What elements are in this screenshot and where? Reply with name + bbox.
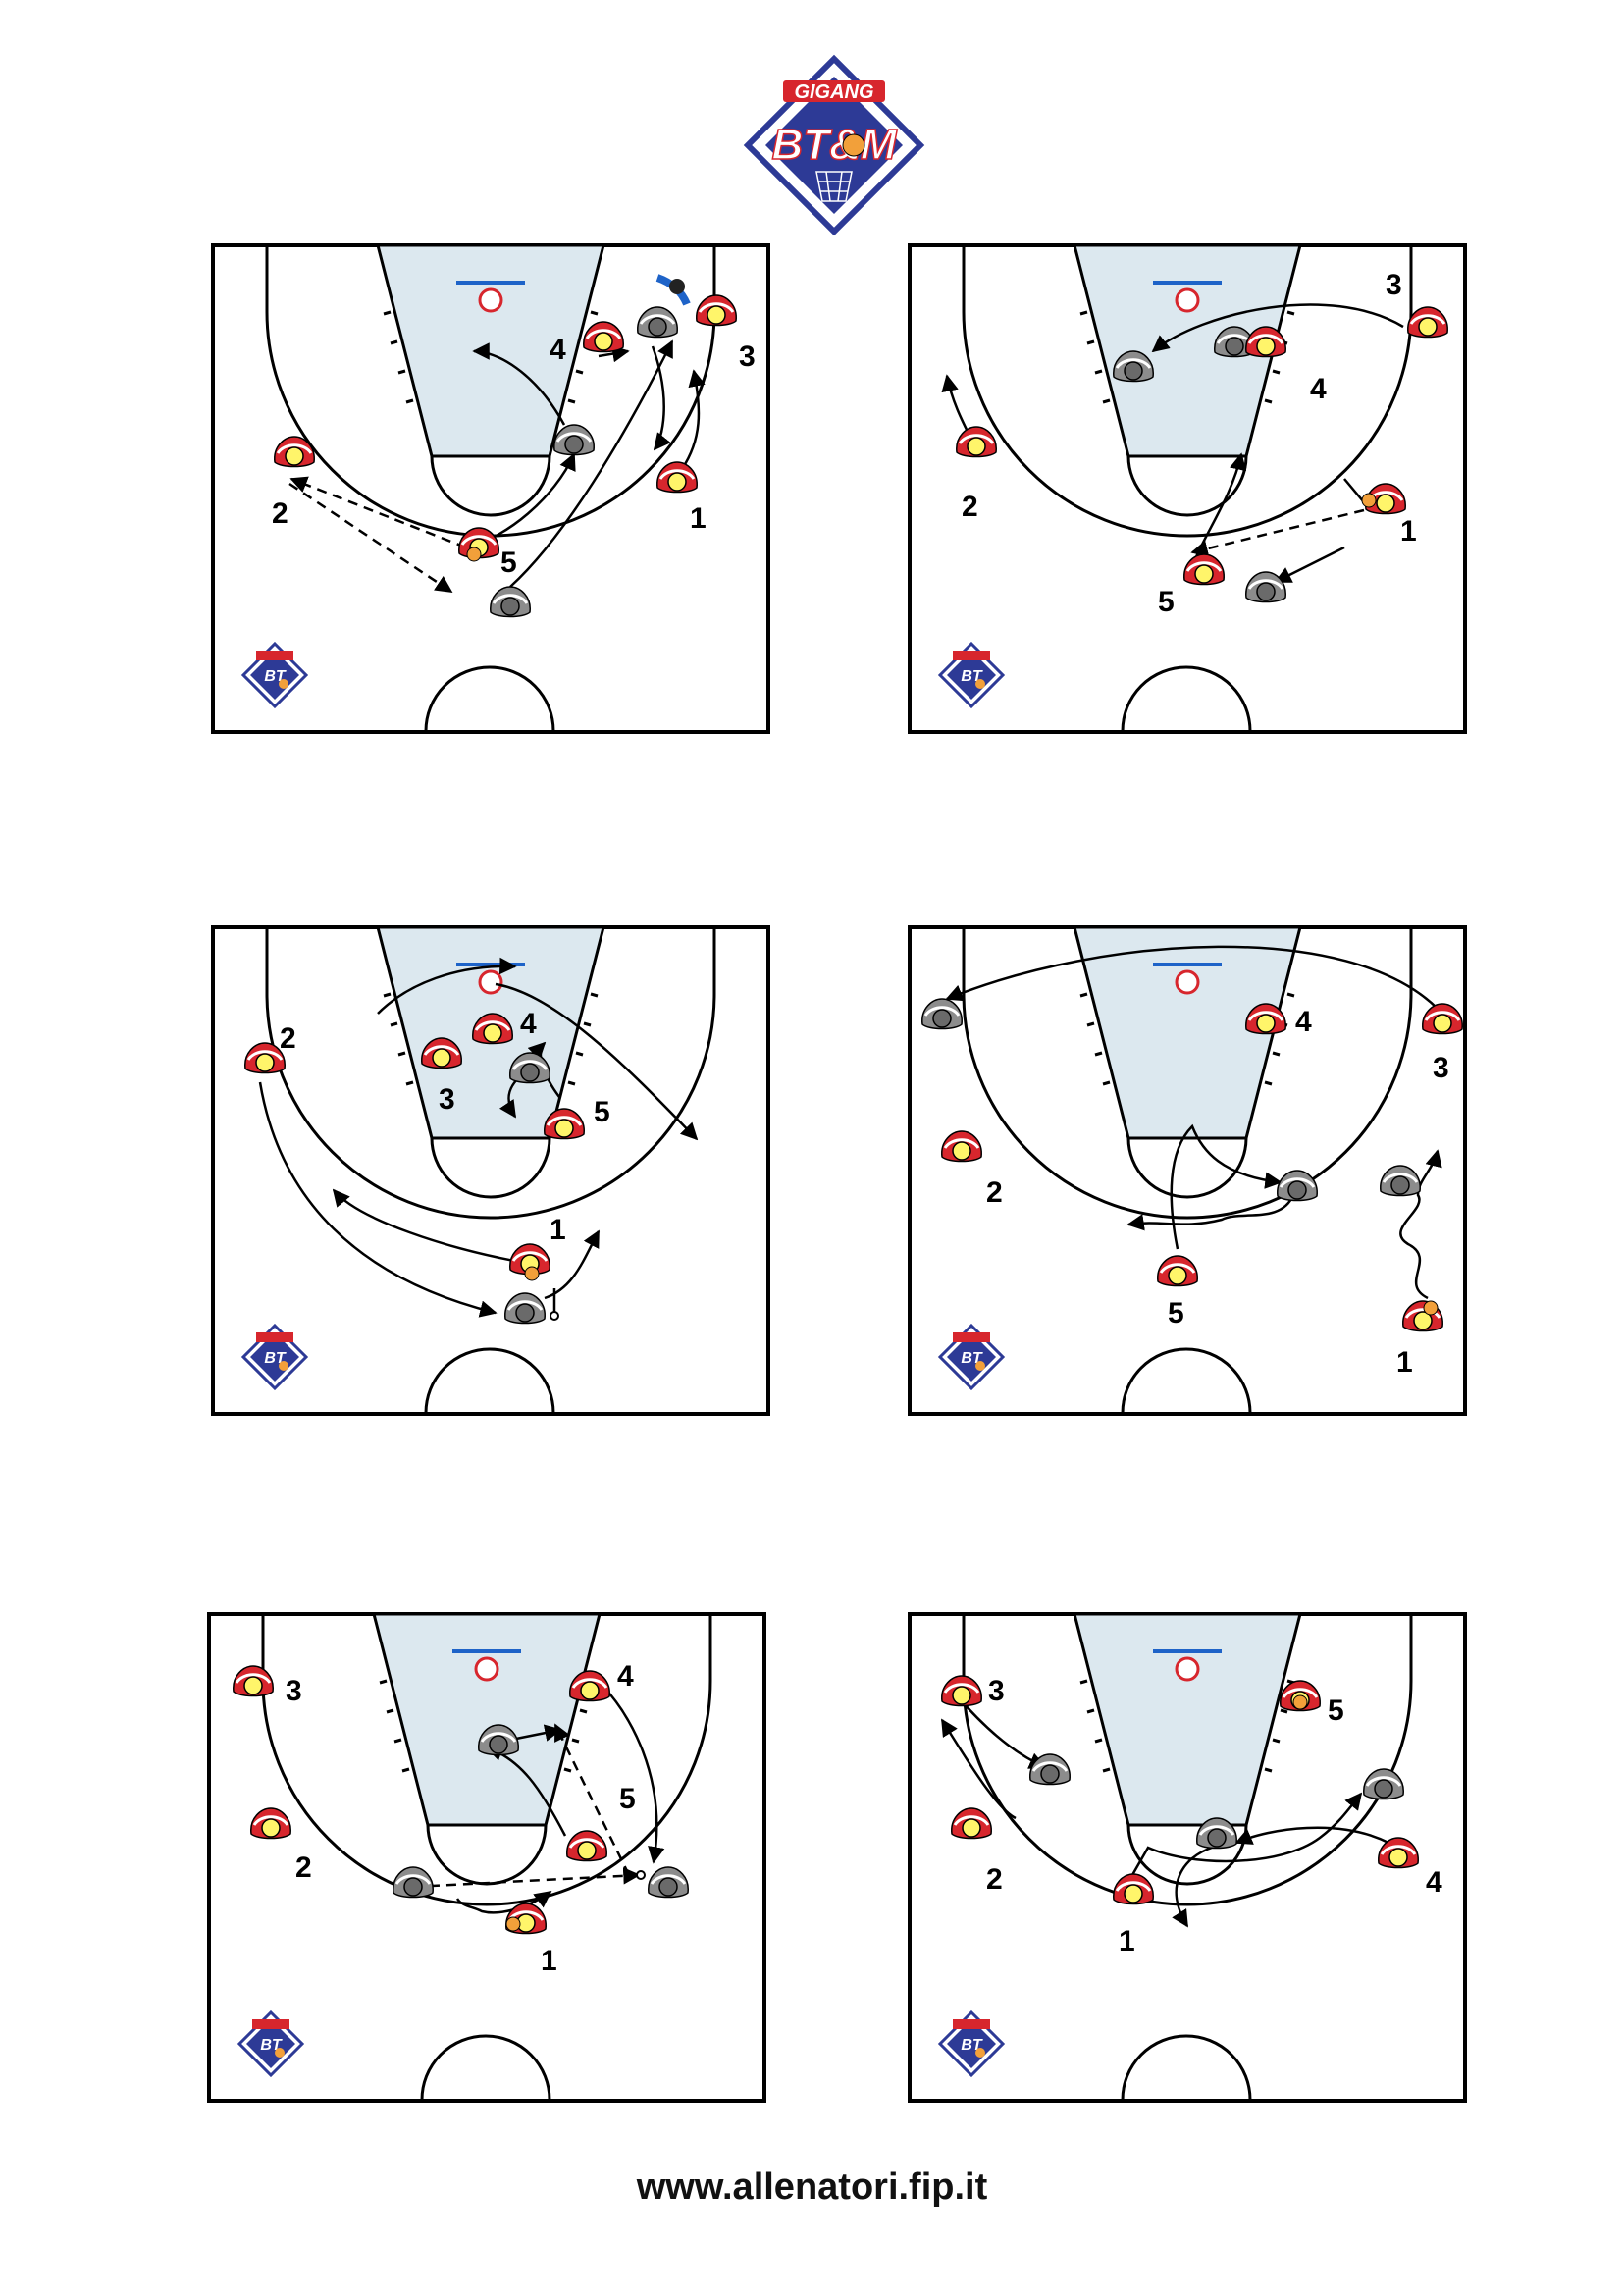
player-label: 3	[439, 1083, 455, 1116]
player-label: 2	[986, 1176, 1003, 1209]
player-label: 5	[619, 1783, 636, 1815]
player-label: 3	[988, 1675, 1005, 1707]
player-label: 1	[550, 1214, 566, 1246]
diagram-3: 2 4 3 5 1	[211, 925, 770, 1416]
player-label: 2	[986, 1863, 1003, 1896]
footer-url[interactable]: www.allenatori.fip.it	[636, 2166, 988, 2208]
player-label: 2	[295, 1851, 312, 1884]
player-label: 2	[962, 491, 978, 523]
diagram-2: 3 4 2 1 5	[908, 243, 1467, 734]
player-label: 3	[1433, 1052, 1449, 1084]
player-label: 5	[594, 1096, 610, 1128]
diagram-4: 4 3 2 5 1	[908, 925, 1467, 1416]
diagram-5: 3 4 5 2 1	[207, 1612, 766, 2103]
logo-main-text: BT&M	[771, 121, 897, 169]
player-label: 4	[1295, 1006, 1312, 1038]
diagram-6: 3 5 2 4 1	[908, 1612, 1467, 2103]
player-label: 2	[280, 1022, 296, 1055]
player-label: 4	[1426, 1866, 1442, 1899]
player-label: 1	[1396, 1346, 1413, 1379]
player-label: 1	[541, 1945, 557, 1977]
player-label: 4	[1310, 373, 1327, 405]
player-label: 4	[550, 334, 566, 366]
player-label: 3	[286, 1675, 302, 1707]
player-label: 1	[690, 502, 707, 535]
player-label: 4	[520, 1008, 537, 1040]
player-label: 3	[739, 340, 756, 373]
player-label: 1	[1119, 1925, 1135, 1957]
logo-top-text: GIGANG	[794, 81, 873, 103]
player-label: 2	[272, 497, 288, 530]
player-label: 5	[1328, 1694, 1344, 1727]
header-logo: GIGANG BT&M	[736, 49, 932, 245]
player-label: 1	[1400, 515, 1417, 547]
player-label: 4	[617, 1660, 634, 1693]
player-label: 5	[1168, 1297, 1184, 1329]
player-label: 5	[500, 547, 517, 579]
player-label: 5	[1158, 586, 1175, 618]
player-label: 3	[1386, 269, 1402, 301]
diagram-1: 4 3 2 5 1	[211, 243, 770, 734]
